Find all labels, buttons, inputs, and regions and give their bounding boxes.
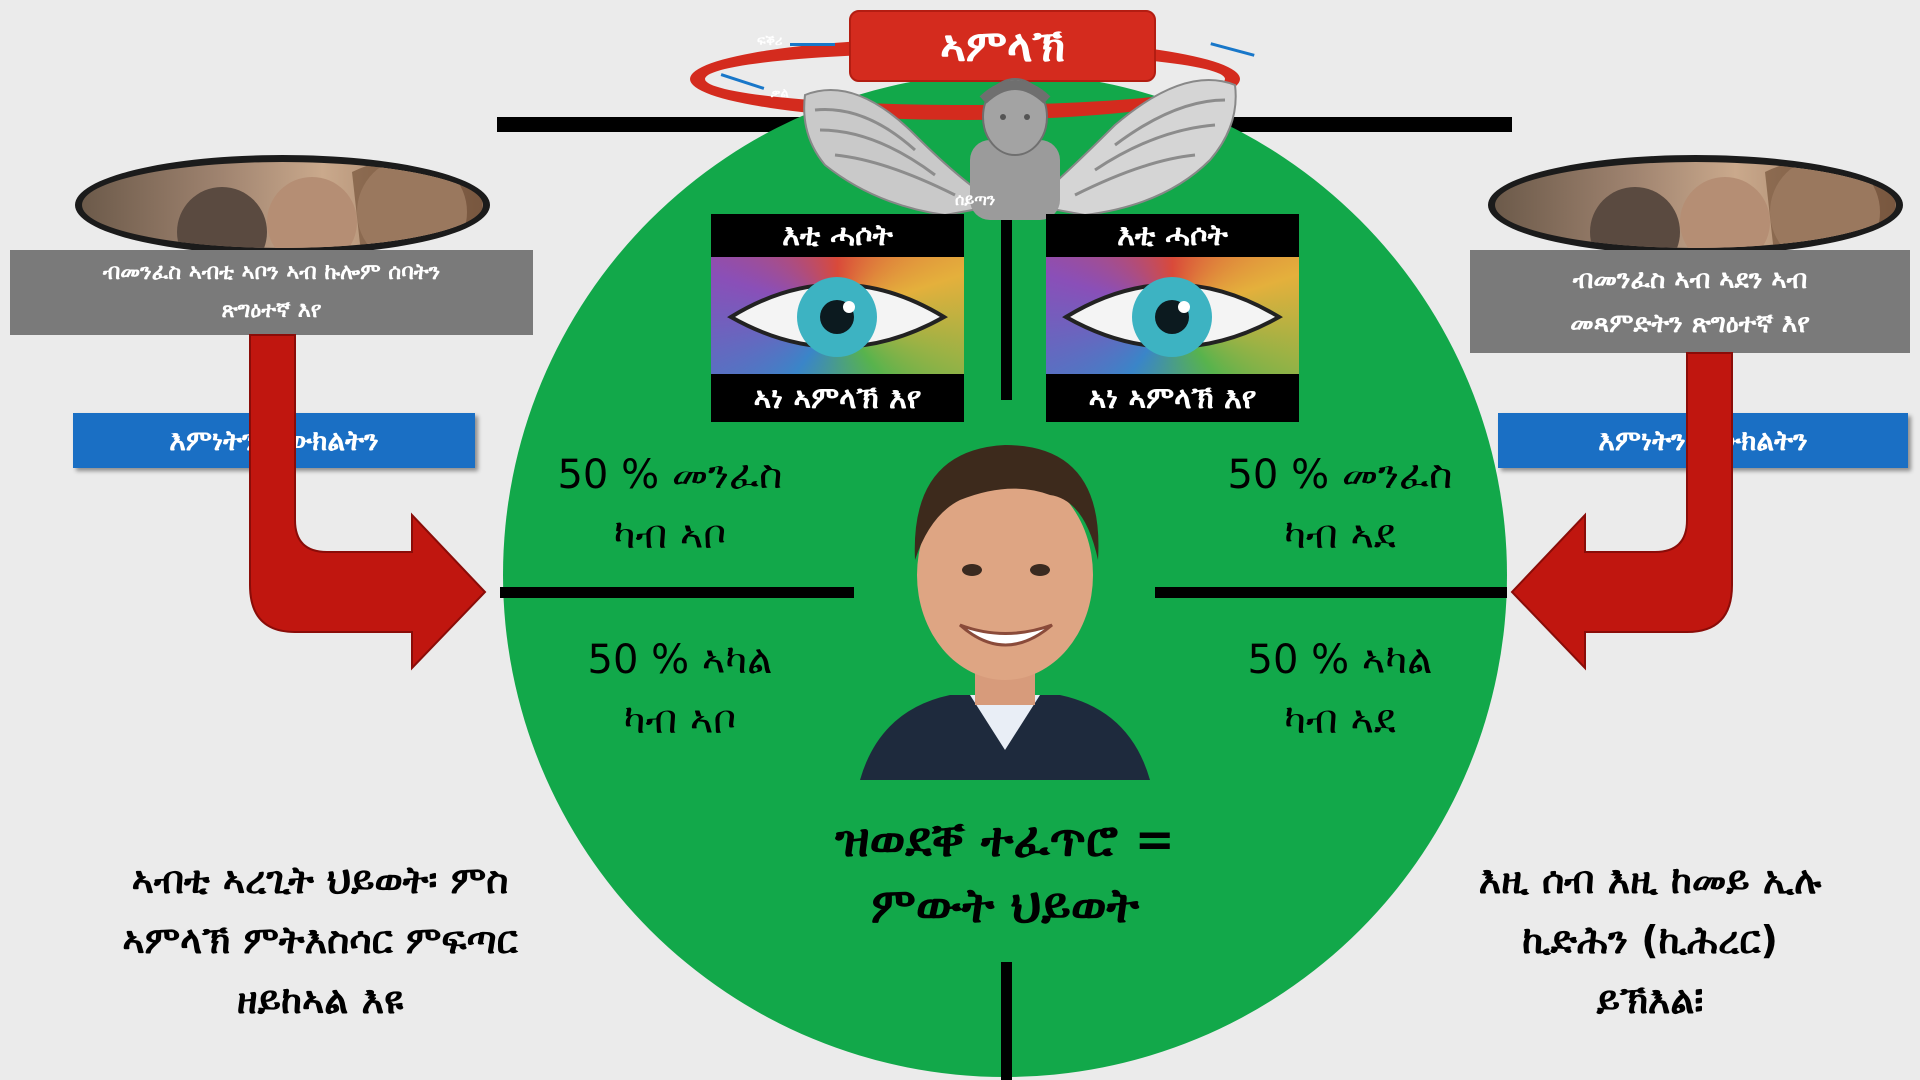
fallen-angel-statue [803, 78, 1237, 220]
right-conclusion: እዚ ሰብ እዚ ከመይ ኢሉ ኪድሕን (ኪሕረር) ይኽእል፧ [1390, 850, 1910, 1030]
dependence-box-left: ብመንፈስ ኣብቲ ኣቦን ኣብ ኩሎም ሰባትን ጽግዕተኛ እየ [10, 250, 533, 335]
dependence-line: መጻምድትን ጽግዕተኛ እየ [1570, 309, 1810, 339]
man-portrait [860, 445, 1150, 780]
god-title: ኣምላኽ [849, 10, 1156, 82]
quadrant-line: 50 % መንፈስ [557, 452, 783, 498]
conclusion-line: ዘይከኣል እዩ [236, 978, 404, 1022]
quadrant-line: ካብ ኣቦ [613, 512, 727, 558]
angel-label: ሰይጣን [955, 190, 996, 209]
conclusion-line: ኪድሕን (ኪሕረር) [1522, 918, 1778, 962]
quadrant-line: 50 % መንፈስ [1227, 452, 1453, 498]
horizontal-divider-right [1155, 587, 1507, 598]
ring-label-love: ፍቕሪ [757, 34, 783, 49]
left-conclusion: ኣብቲ ኣረጊት ህይወት፡ ምስ ኣምላኽ ምትእስሳር ምፍጣር ዘይከኣል… [40, 850, 600, 1030]
vertical-divider-bottom [1001, 962, 1012, 1080]
eye-panel-left: እቲ ሓሶት ኣነ ኣምላኽ እየ [711, 214, 964, 422]
ring-arrow-icon [790, 43, 835, 46]
quadrant-line: 50 % ኣካል [1247, 637, 1433, 683]
conclusion-line: ኣብቲ ኣረጊት ህይወት፡ ምስ [131, 858, 509, 902]
quadrant-line: ካብ ኣደ [1284, 697, 1396, 743]
quadrant-top-left: 50 % መንፈስ ካብ ኣቦ [505, 445, 835, 565]
eye-icon [711, 257, 964, 374]
conclusion-line: እዚ ሰብ እዚ ከመይ ኢሉ [1478, 858, 1822, 902]
center-line: ምውት ህይወት [871, 878, 1139, 934]
eye-panel-header: እቲ ሓሶት [782, 218, 893, 253]
eye-panel-footer: ኣነ ኣምላኽ እየ [1088, 380, 1257, 416]
eye-icon [1046, 257, 1299, 374]
vertical-divider-top [1001, 215, 1012, 400]
dependence-line: ብመንፈስ ኣብቲ ኣቦን ኣብ ኩሎም ሰባትን [102, 260, 441, 285]
trust-box-left: እምነትን ትውክልትን [73, 413, 475, 468]
dependence-line: ብመንፈስ ኣብ ኣደን ኣብ [1572, 265, 1808, 295]
ring-label-word: ቃል [771, 86, 789, 101]
eye-panel-footer: ኣነ ኣምላኽ እየ [753, 380, 922, 416]
red-arrow-left-icon [249, 334, 487, 671]
eye-panel-right: እቲ ሓሶት ኣነ ኣምላኽ እየ [1046, 214, 1299, 422]
center-line: ዝወደቐ ተፈጥሮ = [835, 812, 1175, 868]
quadrant-line: 50 % ኣካል [587, 637, 773, 683]
dependence-line: ጽግዕተኛ እየ [221, 298, 322, 323]
red-arrow-right-icon [1510, 352, 1733, 671]
quadrant-bottom-left: 50 % ኣካል ካብ ኣቦ [520, 630, 840, 750]
horizontal-divider-left [500, 587, 854, 598]
quadrant-line: ካብ ኣቦ [623, 697, 737, 743]
eye-panel-header: እቲ ሓሶት [1117, 218, 1228, 253]
quadrant-top-right: 50 % መንፈስ ካብ ኣደ [1175, 445, 1505, 565]
dependence-box-right: ብመንፈስ ኣብ ኣደን ኣብ መጻምድትን ጽግዕተኛ እየ [1470, 250, 1910, 353]
conclusion-line: ኣምላኽ ምትእስሳር ምፍጣር [122, 918, 518, 962]
center-statement: ዝወደቐ ተፈጥሮ = ምውት ህይወት [705, 807, 1305, 939]
conclusion-line: ይኽእል፧ [1596, 978, 1704, 1022]
people-photo-right [1488, 155, 1903, 255]
trust-box-right: እምነትን ትውክልትን [1498, 413, 1908, 468]
quadrant-bottom-right: 50 % ኣካል ካብ ኣደ [1180, 630, 1500, 750]
people-photo-left [75, 155, 490, 255]
quadrant-line: ካብ ኣደ [1284, 512, 1396, 558]
